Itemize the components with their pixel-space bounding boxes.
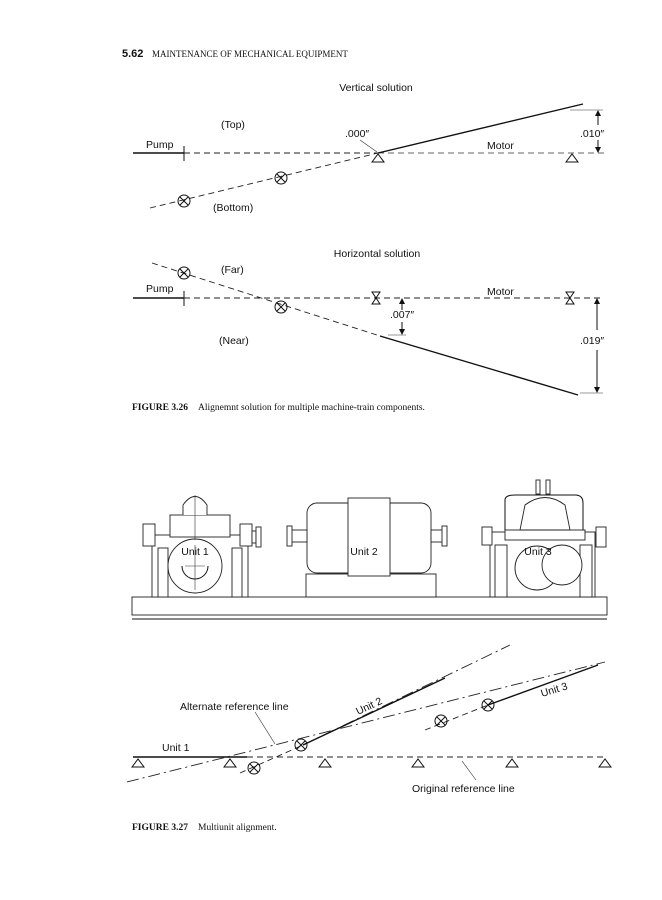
coupling-point-icon [294,738,308,752]
dial-indicator-icon [223,758,237,768]
unit-2-label: Unit 2 [350,546,378,558]
horizontal-solution-title: Horizontal solution [334,248,421,260]
reading-offset: .010″ [580,128,604,140]
unit-1-label: Unit 1 [181,546,209,558]
unit-1-pump [142,495,262,598]
dial-indicator-icon [565,153,579,163]
figure-3-27-caption: Multiunit alignment. [198,823,277,833]
unit-1-line-label: Unit 1 [162,742,190,754]
top-label: (Top) [221,119,245,131]
multiunit-alignment-plot: Alternate reference line Unit 1 Unit 2 U… [126,644,612,795]
coupling-point-icon [434,714,448,728]
coupling-point-icon [274,171,288,185]
dial-indicator-icon [318,758,332,768]
reading-near: .007″ [390,309,414,321]
pump-label: Pump [146,283,174,295]
unit-3-line-label: Unit 3 [539,680,569,700]
unit-3-label: Unit 3 [524,546,552,558]
dial-indicator-icon [598,758,612,768]
figure-3-26-label: FIGURE 3.26 [132,403,188,413]
vertical-solution-diagram: Vertical solution (Top) .000″ .010″ Pump… [133,82,604,214]
running-title: MAINTENANCE OF MECHANICAL EQUIPMENT [152,49,348,59]
bottom-label: (Bottom) [213,202,253,214]
pump-label: Pump [146,139,174,151]
reading-far: .019″ [580,335,604,347]
dial-indicator-icon [131,758,145,768]
coupling-point-icon [481,698,495,712]
unit-3-pump [481,479,607,598]
near-label: (Near) [219,335,249,347]
alternate-reference-label: Alternate reference line [180,701,289,713]
figure-3-26-caption: Alignemnt solution for multiple machine-… [198,402,425,413]
original-reference-label: Original reference line [412,783,515,795]
coupling-point-icon [177,266,191,280]
vertical-solution-title: Vertical solution [339,82,413,94]
horizontal-solution-diagram: Horizontal solution (Far) Pump Motor .00… [133,248,604,396]
page-number: 5.62 [122,48,143,60]
motor-label: Motor [487,140,514,152]
unit-2-motor [286,497,448,598]
dial-indicator-icon [411,758,425,768]
far-label: (Far) [221,264,244,276]
dial-indicator-icon [505,758,519,768]
motor-label: Motor [487,286,514,298]
coupling-point-icon [274,300,288,314]
machine-train-illustration: Unit 1 Unit 2 Unit 3 [131,479,608,620]
dial-indicator-icon [371,153,385,163]
reading-zero: .000″ [345,128,369,140]
figure-3-27-label: FIGURE 3.27 [132,823,188,833]
coupling-point-icon [247,761,261,775]
